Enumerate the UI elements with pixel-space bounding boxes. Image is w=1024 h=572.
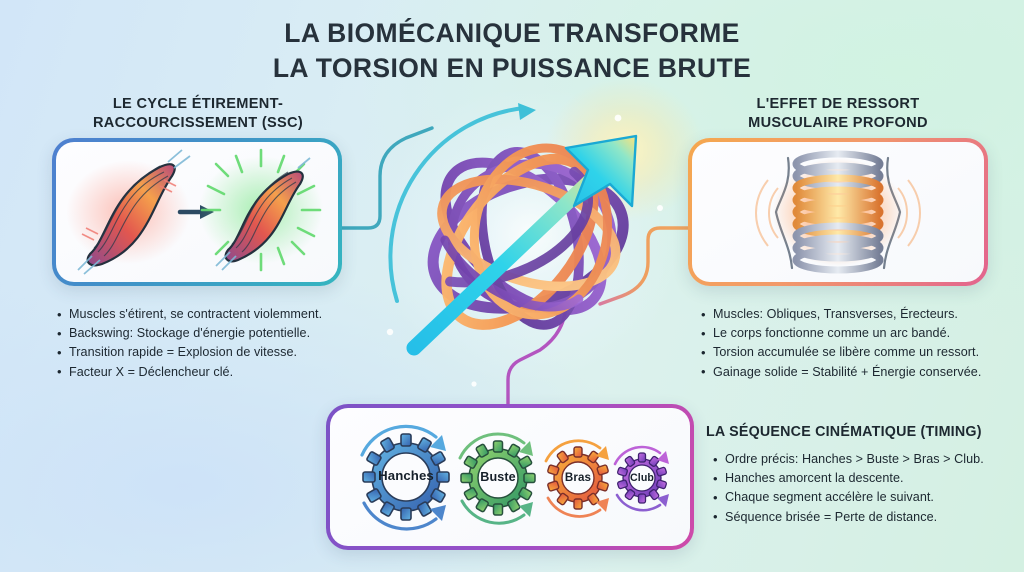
list-item: Facteur X = Déclencheur clé.	[56, 362, 356, 382]
section-heading-ssc-line1: LE CYCLE ÉTIREMENT-	[112, 96, 284, 112]
spring-coil-icon	[792, 150, 884, 274]
connector-ssc-path	[340, 126, 434, 230]
card-ssc	[52, 138, 342, 286]
card-sequence-inner: Hanches Buste Bras Club	[330, 408, 690, 546]
list-item: Gainage solide = Stabilité + Énergie con…	[700, 362, 1020, 382]
bullet-list-ssc: Muscles s'étirent, se contractent violem…	[56, 304, 356, 382]
section-heading-ssc: LE CYCLE ÉTIREMENT- RACCOURCISSEMENT (SS…	[52, 95, 344, 133]
muscle-stretched-icon	[77, 149, 191, 275]
connector-spring-path	[598, 226, 690, 306]
section-heading-ssc-line2: RACCOURCISSEMENT (SSC)	[92, 114, 304, 131]
section-heading-sequence: LA SÉQUENCE CINÉMATIQUE (TIMING)	[706, 424, 982, 440]
list-item: Séquence brisée = Perte de distance.	[712, 507, 1022, 527]
gear-label-hanches: Hanches	[378, 468, 434, 483]
gear-bras	[544, 439, 609, 518]
card-ssc-inner	[56, 142, 338, 282]
card-spring	[688, 138, 988, 286]
gear-buste	[458, 432, 536, 525]
list-item: Hanches amorcent la descente.	[712, 469, 1022, 488]
muscle-stretch-shorten-illustration	[66, 148, 323, 275]
torso-coiled-spring-illustration	[755, 150, 921, 274]
list-item: Le corps fonctionne comme un arc bandé.	[700, 324, 1020, 343]
list-item: Ordre précis: Hanches > Buste > Bras > C…	[712, 449, 1022, 469]
muscle-contracted-icon	[215, 157, 311, 271]
connector-sequence-path	[506, 300, 568, 406]
page-title: LA BIOMÉCANIQUE TRANSFORME LA TORSION EN…	[0, 16, 1024, 86]
torsion-coil-graphic	[386, 103, 663, 387]
list-item: Chaque segment accélère le suivant.	[712, 488, 1022, 507]
card-sequence: Hanches Buste Bras Club	[326, 404, 694, 550]
section-heading-spring-line1: L'EFFET DE RESSORT	[756, 96, 920, 112]
page-title-line2: LA TORSION EN PUISSANCE BRUTE	[272, 52, 752, 83]
gear-label-buste: Buste	[480, 470, 516, 484]
list-item: Muscles s'étirent, se contractent violem…	[56, 304, 356, 324]
power-arrow-icon	[406, 134, 638, 356]
section-heading-spring-line2: MUSCULAIRE PROFOND	[748, 114, 928, 131]
kinematic-sequence-gears-illustration	[360, 424, 669, 531]
bullet-list-spring: Muscles: Obliques, Transverses, Érecteur…	[700, 304, 1020, 382]
energy-burst-icon	[200, 148, 322, 272]
gear-label-bras: Bras	[564, 471, 592, 484]
section-heading-spring: L'EFFET DE RESSORT MUSCULAIRE PROFOND	[688, 95, 988, 133]
gear-club	[613, 445, 669, 512]
list-item: Backswing: Stockage d'énergie potentiell…	[56, 324, 356, 343]
card-spring-inner	[692, 142, 984, 282]
list-item: Torsion accumulée se libère comme un res…	[700, 343, 1020, 362]
bullet-list-sequence: Ordre précis: Hanches > Buste > Bras > C…	[712, 449, 1022, 527]
list-item: Muscles: Obliques, Transverses, Érecteur…	[700, 304, 1020, 324]
gear-hanches	[360, 424, 450, 531]
gear-label-club: Club	[630, 472, 654, 484]
list-item: Transition rapide = Explosion de vitesse…	[56, 343, 356, 362]
page-title-line1: LA BIOMÉCANIQUE TRANSFORME	[284, 18, 740, 48]
